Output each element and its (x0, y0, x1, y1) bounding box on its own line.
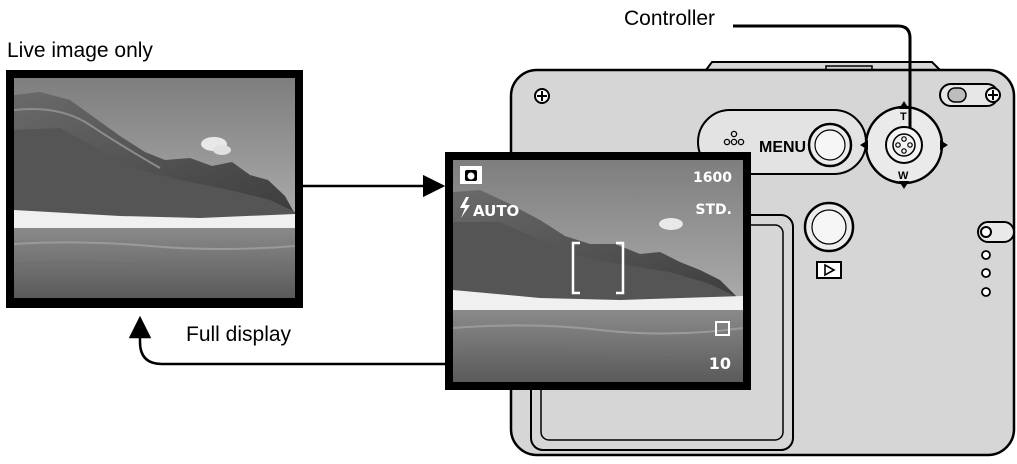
frames-remaining-text: 10 (709, 354, 731, 373)
menu-button[interactable] (807, 122, 853, 168)
controller[interactable]: T W (860, 101, 948, 189)
screw-icon (534, 88, 550, 104)
full-display-screen: AUTO 1600 STD. 10 (445, 152, 751, 390)
play-button-icon (816, 261, 842, 279)
quality-text: STD. (695, 202, 732, 218)
quick-view-button[interactable] (803, 201, 855, 253)
mode-switch[interactable] (977, 221, 1015, 297)
screw-icon (985, 87, 1001, 103)
speaker-icon (723, 130, 745, 146)
menu-label: MENU (759, 139, 806, 156)
controller-label: Controller (624, 7, 716, 30)
flash-mode-text: AUTO (473, 202, 519, 220)
af-frame (571, 241, 625, 295)
controller-leader-line (733, 24, 912, 128)
live-image-only-label: Live image only (7, 39, 153, 62)
zoom-wide-label: W (898, 170, 909, 182)
full-display-label: Full display (186, 323, 292, 346)
resolution-text: 1600 (693, 170, 732, 186)
arrow-to-live-image (128, 315, 446, 366)
single-frame-icon (715, 321, 730, 336)
live-image-only-screen (6, 70, 303, 308)
flash-bolt-icon (460, 197, 470, 218)
camera-icon (460, 166, 482, 184)
zoom-tele-label: T (900, 111, 907, 123)
